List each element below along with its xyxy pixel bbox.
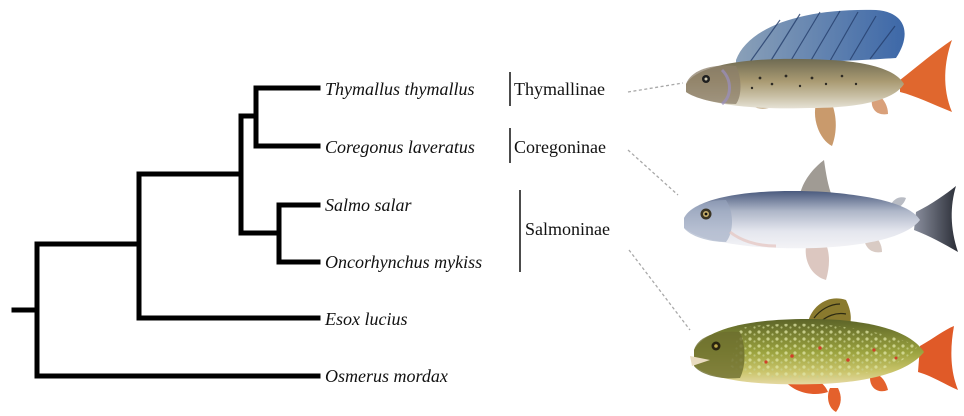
dashed-connectors [627, 82, 691, 331]
connector-thymallinae [627, 82, 684, 93]
subfamily-brackets [509, 72, 521, 272]
taxon-label-thymallus: Thymallus thymallus [325, 79, 475, 99]
taxon-label-coregonus: Coregonus laveratus [325, 137, 475, 157]
taxon-label-esox: Esox lucius [324, 309, 408, 329]
taxon-label-osmerus: Osmerus mordax [325, 366, 448, 386]
connector-salmoninae [628, 249, 691, 331]
cladogram [11, 85, 321, 379]
connector-coregoninae [627, 149, 679, 196]
subfamily-label-coregoninae: Coregoninae [514, 137, 606, 157]
brook-trout-fish-icon [690, 298, 958, 412]
taxon-label-oncorhynchus: Oncorhynchus mykiss [325, 252, 482, 272]
subfamily-label-salmoninae: Salmoninae [525, 219, 610, 239]
grayling-fish-icon [686, 9, 952, 146]
whitefish-fish-icon [684, 160, 958, 280]
taxon-label-salmo: Salmo salar [325, 195, 413, 215]
subfamily-label-thymallinae: Thymallinae [514, 79, 605, 99]
